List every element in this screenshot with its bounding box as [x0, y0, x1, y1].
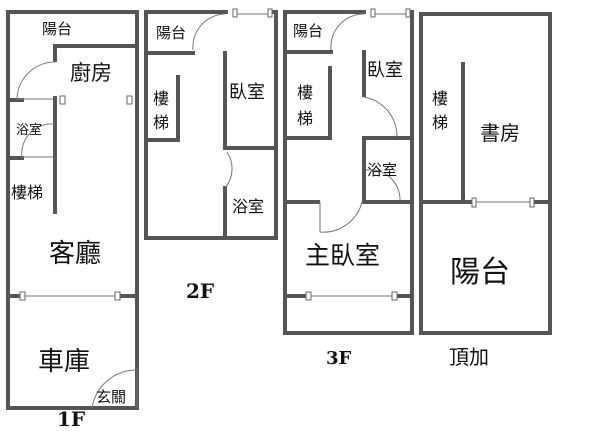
- room-label: 廚房: [70, 61, 112, 85]
- floor-1f: 陽台 廚房 浴室 樓梯 客廳 車庫 玄關 1F: [6, 10, 139, 431]
- floor-label: 2F: [186, 279, 214, 303]
- room-label: 樓: [297, 83, 313, 102]
- room-label: 陽台: [156, 24, 186, 42]
- floor-roof: 樓 梯 書房 陽台 頂加: [419, 12, 552, 369]
- room-label: 樓: [153, 89, 169, 108]
- room-label: 書房: [480, 121, 520, 145]
- floor-label: 1F: [57, 407, 85, 431]
- floor-label: 頂加: [449, 345, 489, 369]
- room-label: 浴室: [16, 122, 42, 138]
- room-label: 陽台: [450, 255, 510, 290]
- room-label: 臥室: [229, 82, 265, 103]
- room-label: 梯: [297, 109, 313, 128]
- room-label: 浴室: [232, 197, 264, 216]
- room-label: 玄關: [96, 388, 126, 406]
- room-label: 臥室: [367, 60, 403, 81]
- room-label: 樓梯: [11, 183, 43, 202]
- floor-2f: 陽台 臥室 樓 梯 浴室 2F: [144, 8, 278, 303]
- room-label: 梯: [153, 113, 169, 132]
- floor-3f: 陽台 臥室 樓 梯 浴室 主臥室 3F: [283, 8, 414, 369]
- room-label: 梯: [432, 113, 448, 132]
- room-label: 樓: [432, 89, 448, 108]
- room-label: 陽台: [293, 22, 323, 40]
- floor-label: 3F: [326, 348, 352, 369]
- room-label: 車庫: [38, 347, 90, 377]
- room-label: 陽台: [42, 20, 72, 38]
- room-label: 主臥室: [305, 241, 380, 270]
- room-label: 客廳: [49, 239, 101, 269]
- room-label: 浴室: [367, 161, 397, 179]
